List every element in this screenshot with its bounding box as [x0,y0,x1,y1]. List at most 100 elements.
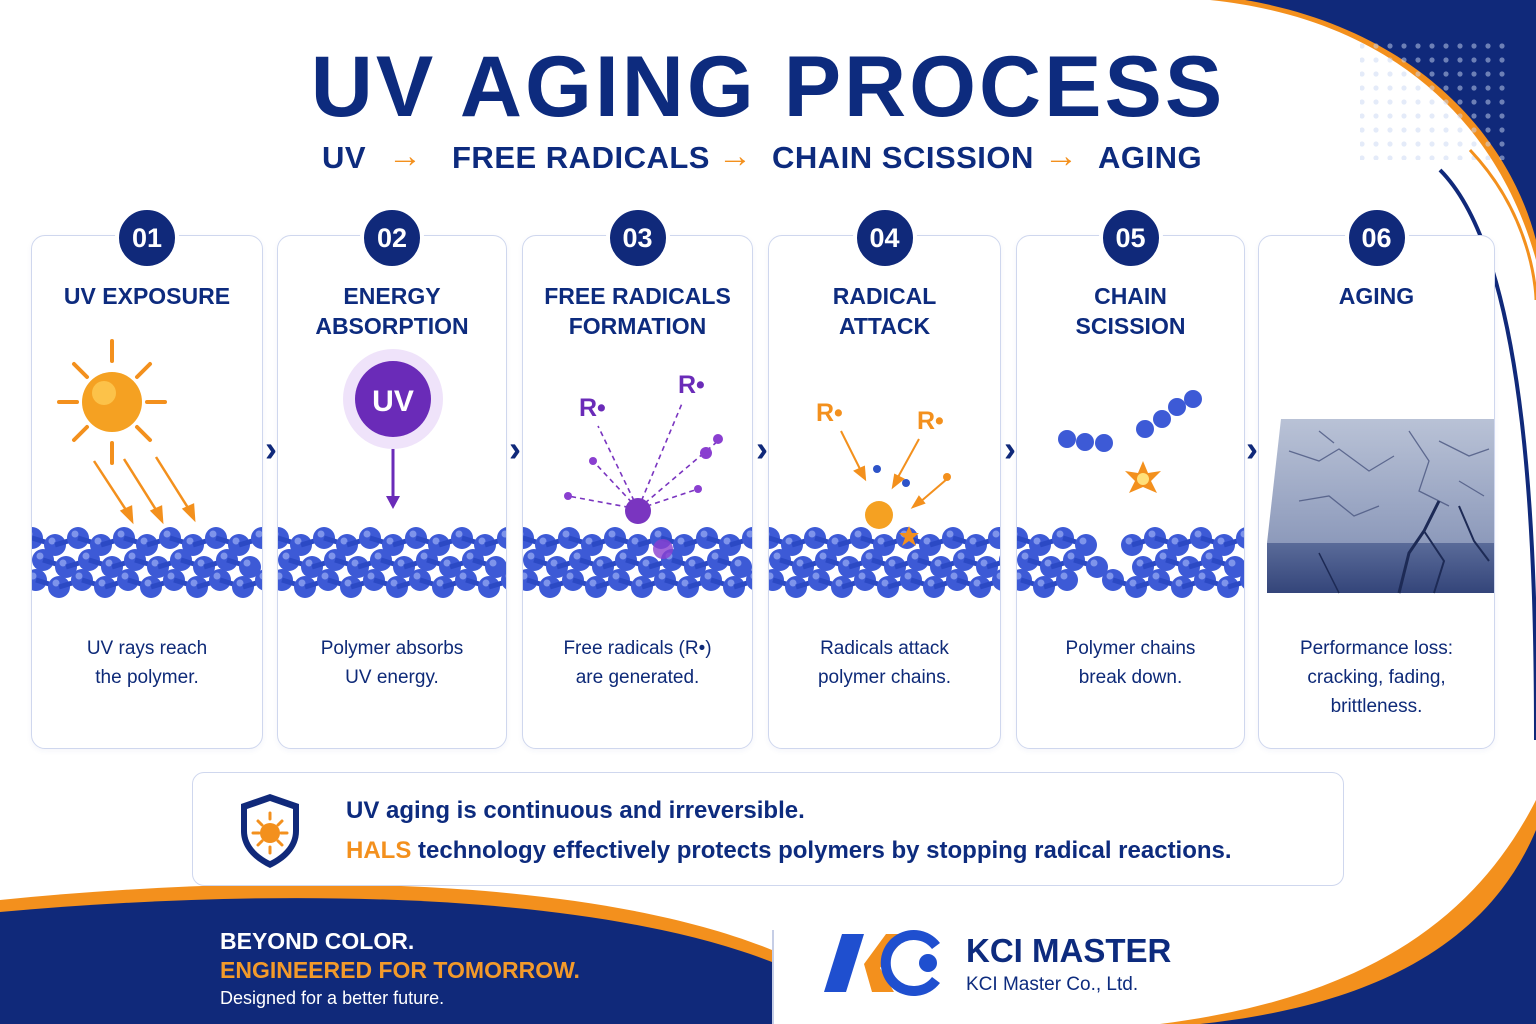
radical-center [865,501,893,529]
chain-bead-highlight [700,530,708,538]
note-statement: UV aging is continuous and irreversible. [346,797,805,824]
polymer-chain-beads [278,527,506,598]
chain-bead-highlight [769,532,770,536]
chain-bead-highlight [688,559,696,567]
chain-bead-highlight [619,552,627,560]
chain-bead-highlight [351,559,359,567]
chain-bead-highlight [151,559,159,567]
chain-bead-highlight [466,552,474,560]
chain-bead-highlight [482,579,490,587]
chain-bead [746,570,752,590]
broken-chain-fragments [1058,390,1202,452]
chain-bead-highlight [596,559,604,567]
chain-bond [733,578,752,590]
step-card-energy-absorption: 02 ENERGY ABSORPTION UV Polymer absorbs … [277,206,507,749]
step-description: Polymer absorbs UV energy. [320,638,464,688]
chain-bead [1056,569,1078,591]
chain-bead-highlight [220,552,228,560]
chain-bead-highlight [298,579,306,587]
chain-bead-highlight [278,572,283,580]
chain-bead [999,555,1000,565]
chain-bead-highlight [190,579,198,587]
chain-bond [242,578,262,590]
chain-bead-highlight [1240,530,1244,538]
chain-bead-highlight [911,552,919,560]
chain-bead-highlight [677,537,685,545]
step-card-uv-exposure: 01 UV EXPOSURE UV rays reach [31,206,263,749]
chain-bead-highlight [654,530,662,538]
chain-bead-highlight [259,572,262,580]
chain-bead [988,527,1000,549]
step-number: 05 [1098,206,1163,270]
flow-arrow: → [1044,137,1079,175]
chain-bead-highlight [934,559,942,567]
radical-label: R• [816,399,843,427]
radical-label: R• [917,407,944,435]
chain-bead [251,527,262,549]
chain-bead-highlight [1060,572,1068,580]
chain-bead-highlight [117,530,125,538]
note-hals-statement: HALS technology effectively protects pol… [346,837,1232,864]
step-description: Free radicals (R•) are generated. [563,638,712,688]
chain-bead-highlight [232,537,240,545]
chevron-right-icon: › [756,428,768,469]
chain-bead-highlight [459,572,467,580]
chevron-right-icon: › [509,428,521,469]
chain-bead-highlight [527,552,535,560]
radical-label: R• [678,371,705,399]
kci-logo-icon [824,930,940,996]
chain-bead [497,527,506,549]
chain-bead-highlight [612,572,620,580]
chain-bead-highlight [842,559,850,567]
chain-bead-highlight [243,559,251,567]
chain-bead-highlight [390,579,398,587]
step-title: CHAIN SCISSION [1075,283,1186,339]
polymer-chain-beads [769,527,1000,598]
chain-bead-highlight [140,537,148,545]
chain-bead-highlight [1033,537,1041,545]
step-title: RADICAL ATTACK [832,283,937,339]
flow-step-chain-scission: CHAIN SCISSION [772,140,1034,175]
chain-bead-highlight [539,537,547,545]
chain-bead-highlight [82,552,90,560]
uv-ray-arrows [92,456,196,525]
chain-bead-highlight [455,530,463,538]
chain-bead-highlight [344,579,352,587]
chain-bead-highlight [957,552,965,560]
chain-bead-highlight [432,537,440,545]
chain-bead-highlight [980,559,988,567]
process-flow: UV → FREE RADICALS → CHAIN SCISSION → AG… [0,137,1536,184]
chain-bead-highlight [1106,572,1114,580]
chain-bead-highlight [32,532,33,536]
chain-bead-highlight [213,572,221,580]
footer-navy-wave [0,898,772,1024]
chain-bead-highlight [163,530,171,538]
footer-subtagline: Designed for a better future. [220,988,445,1008]
chain-bead-highlight [282,552,290,560]
chain-bead [742,527,752,549]
chain-bead-highlight [1125,537,1133,545]
page-title: UV AGING PROCESS [310,39,1226,135]
chain-bead-highlight [48,537,56,545]
chain-bead-highlight [1037,579,1045,587]
dot-pattern [1360,40,1510,160]
chain-bead-highlight [789,579,797,587]
chain-bead-highlight [340,537,348,545]
radical-center [625,498,651,524]
chain-bead-highlight [711,552,719,560]
crack-lines [1288,430,1490,517]
chain-bead-highlight [734,559,742,567]
chain-bead-highlight [1159,552,1167,560]
chain-bead-highlight [946,530,954,538]
chain-bead [1240,571,1244,589]
free-radicals-illustration: R• R• [523,371,752,598]
chain-bead-highlight [489,559,497,567]
chain-bead-highlight [681,579,689,587]
step-number: 02 [360,206,424,270]
chain-bead-highlight [386,537,394,545]
chain-bead-highlight [71,530,79,538]
chain-bead-highlight [321,572,329,580]
chain-bead [1236,527,1244,549]
chain-bead-highlight [505,574,506,578]
